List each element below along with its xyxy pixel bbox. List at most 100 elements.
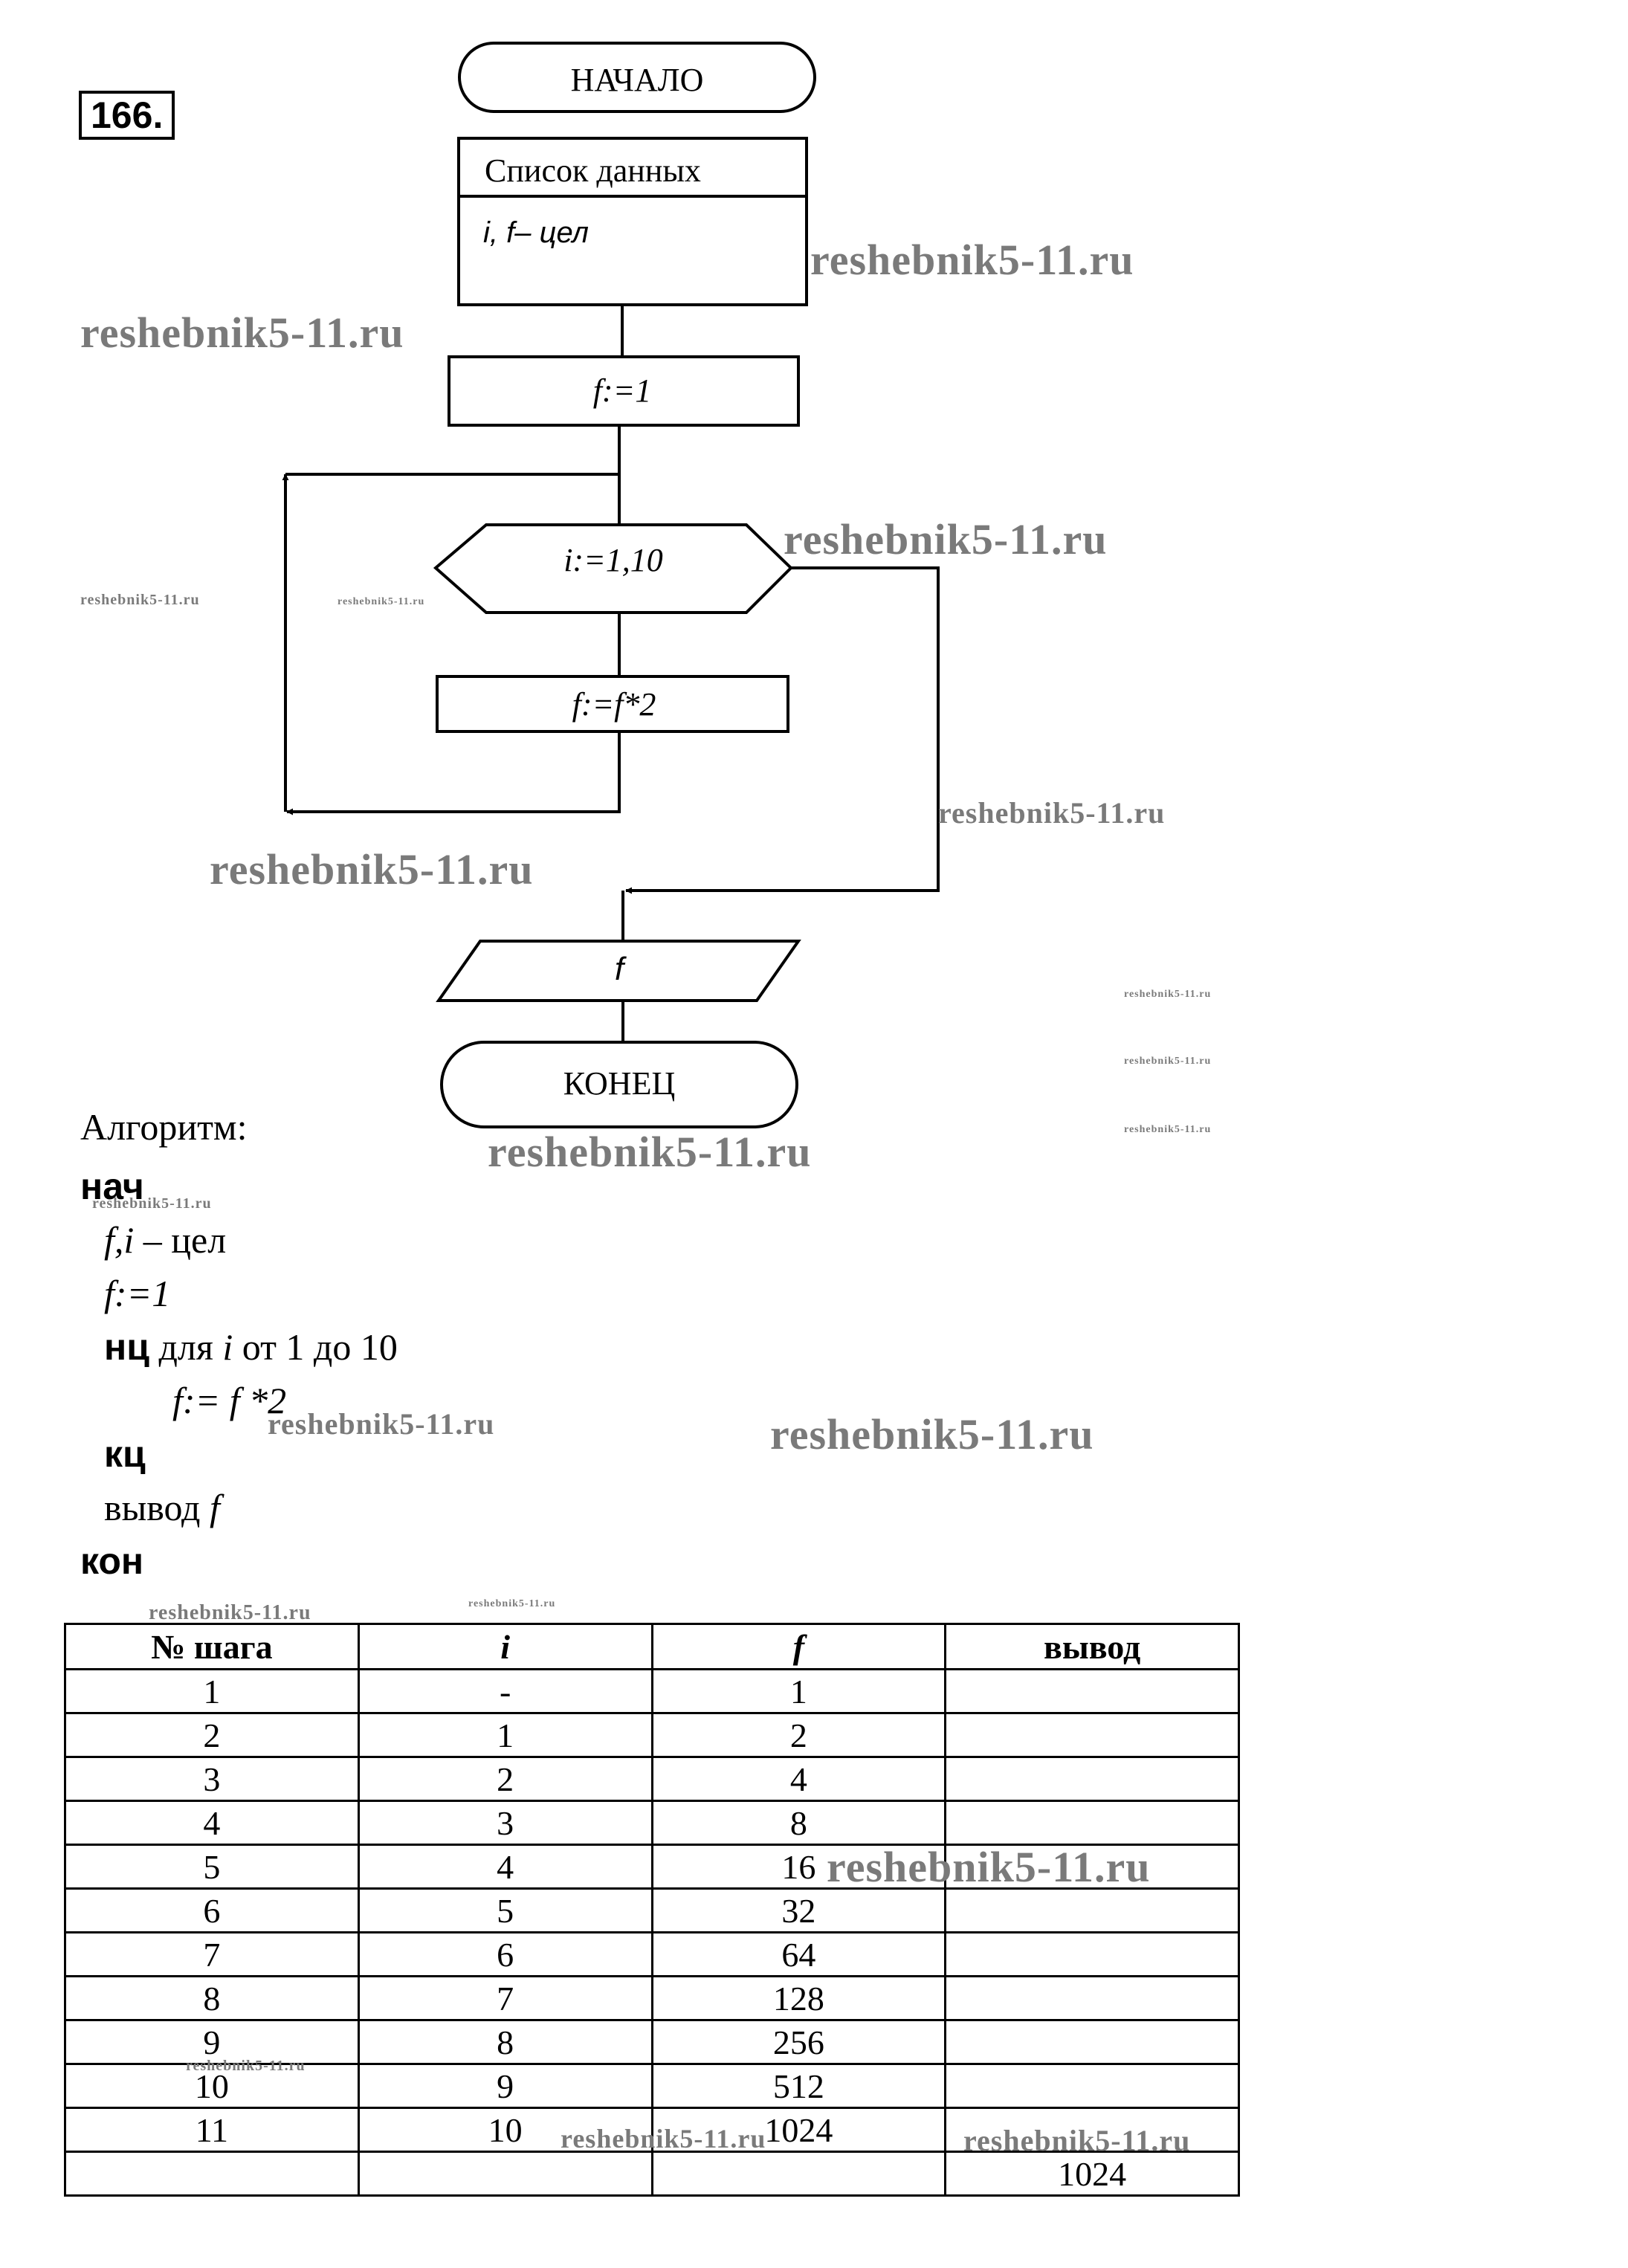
table-cell: 1 [357, 1712, 653, 1758]
table-cell: 1024 [650, 2107, 947, 2153]
table-cell: 8 [357, 2019, 653, 2065]
algorithm-init: f:=1 [104, 1273, 171, 1314]
table-cell: 64 [650, 1931, 947, 1977]
table-cell: 4 [357, 1844, 653, 1890]
table-cell: 4 [650, 1756, 947, 1802]
end-label: КОНЕЦ [563, 1065, 675, 1102]
table-cell: 9 [64, 2019, 360, 2065]
table-cell: 10 [64, 2063, 360, 2109]
table-cell: 3 [64, 1756, 360, 1802]
table-cell [944, 1887, 1240, 1933]
watermark: reshebnik5-11.ru [80, 308, 404, 357]
watermark: reshebnik5-11.ru [186, 2058, 306, 2074]
table-cell [650, 2151, 947, 2197]
table-cell: 4 [64, 1800, 360, 1846]
watermark: reshebnik5-11.ru [810, 236, 1134, 284]
table-cell [357, 2151, 653, 2197]
table-cell: 1 [64, 1668, 360, 1714]
table-cell: 3 [357, 1800, 653, 1846]
algorithm-output: вывод f [104, 1487, 220, 1528]
watermark: reshebnik5-11.ru [1124, 989, 1212, 1000]
table-cell: 256 [650, 2019, 947, 2065]
watermark: reshebnik5-11.ru [268, 1407, 495, 1441]
table-cell [944, 2107, 1240, 2153]
table-cell: 11 [64, 2107, 360, 2153]
table-cell: 1 [650, 1668, 947, 1714]
data-block-vars: i, f– цел [483, 216, 589, 249]
end-terminator [440, 1041, 798, 1128]
table-cell: 6 [64, 1887, 360, 1933]
algorithm-end: кон [80, 1540, 144, 1582]
table-cell: 512 [650, 2063, 947, 2109]
table-cell: 7 [357, 1975, 653, 2021]
watermark: reshebnik5-11.ru [827, 1843, 1151, 1891]
table-cell [944, 2063, 1240, 2109]
watermark: reshebnik5-11.ru [784, 515, 1108, 563]
watermark: reshebnik5-11.ru [210, 845, 534, 894]
header-i: i [357, 1623, 653, 1670]
flowchart: НАЧАЛО Список данных i, f– цел f:=1 i:=1… [282, 42, 940, 1128]
algorithm-heading: Алгоритм: [80, 1106, 248, 1148]
start-label: НАЧАЛО [571, 62, 704, 98]
watermark: reshebnik5-11.ru [337, 596, 425, 607]
watermark: reshebnik5-11.ru [1124, 1124, 1212, 1135]
table-header-row: № шага i f вывод [64, 1623, 1240, 1670]
table-cell: 2 [650, 1712, 947, 1758]
header-f: f [650, 1623, 947, 1670]
body-label: f:=f*2 [572, 686, 656, 723]
table-cell [944, 1712, 1240, 1758]
header-step: № шага [64, 1623, 360, 1670]
table-cell: 7 [64, 1931, 360, 1977]
loop-header [433, 523, 793, 614]
table-cell: 2 [64, 1712, 360, 1758]
watermark: reshebnik5-11.ru [963, 2124, 1191, 2157]
watermark: reshebnik5-11.ru [468, 1598, 556, 1609]
table-row: 1-1 [64, 1668, 1240, 1714]
table-cell: 128 [650, 1975, 947, 2021]
table-cell: 1024 [944, 2151, 1240, 2197]
table-cell [944, 1844, 1240, 1890]
watermark: reshebnik5-11.ru [1124, 1056, 1212, 1067]
table-cell [64, 2151, 360, 2197]
table-cell: 32 [650, 1887, 947, 1933]
watermark: reshebnik5-11.ru [149, 1601, 311, 1624]
table-cell: 10 [357, 2107, 653, 2153]
table-cell: 5 [64, 1844, 360, 1890]
init-label: f:=1 [593, 372, 652, 409]
problem-number: 166. [79, 91, 175, 140]
table-cell: 5 [357, 1887, 653, 1933]
table-row: 1024 [64, 2151, 1240, 2197]
loop-body-process [436, 675, 789, 733]
loop-label: i:=1,10 [563, 542, 663, 578]
init-process [448, 355, 800, 427]
table-cell: 16 [650, 1844, 947, 1890]
table-cell [944, 2019, 1240, 2065]
table-cell: 8 [650, 1800, 947, 1846]
table-cell [944, 1975, 1240, 2021]
algorithm-loop-body: f:= f *2 [172, 1380, 287, 1421]
algorithm-loop-start: нц для i от 1 до 10 [104, 1326, 398, 1368]
table-cell: 6 [357, 1931, 653, 1977]
table-cell: 9 [357, 2063, 653, 2109]
table-cell: 2 [357, 1756, 653, 1802]
watermark: reshebnik5-11.ru [80, 592, 200, 608]
watermark: reshebnik5-11.ru [92, 1195, 212, 1212]
watermark: reshebnik5-11.ru [488, 1128, 812, 1176]
table-cell: 8 [64, 1975, 360, 2021]
data-block [457, 137, 808, 306]
table-cell [944, 1756, 1240, 1802]
output-label: f [615, 951, 627, 987]
watermark: reshebnik5-11.ru [770, 1410, 1094, 1458]
watermark: reshebnik5-11.ru [561, 2124, 766, 2154]
